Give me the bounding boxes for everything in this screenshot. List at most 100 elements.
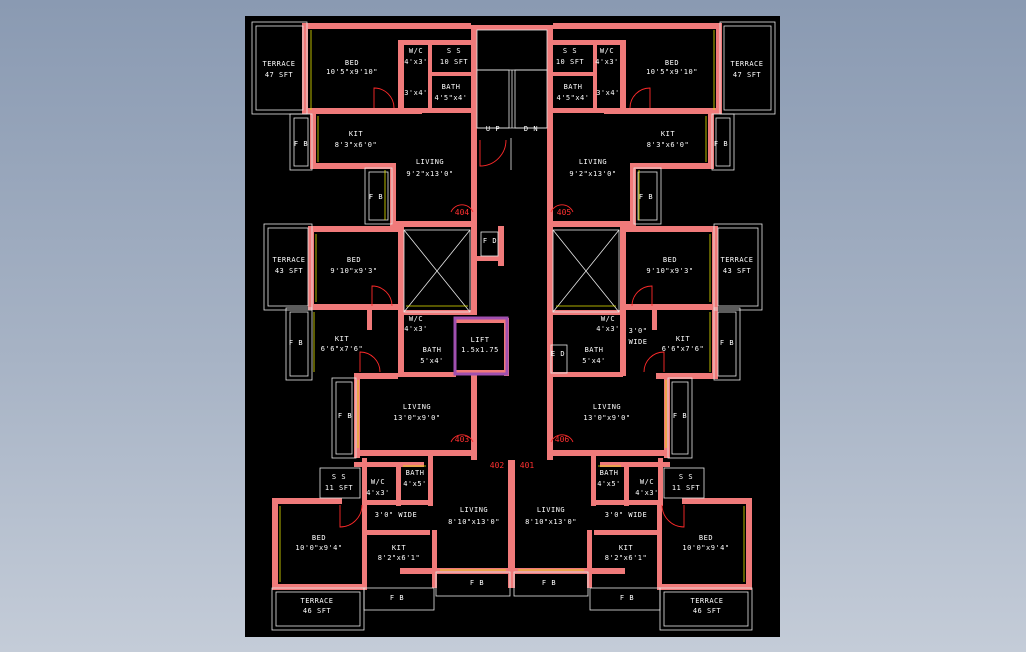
outline <box>255 25 304 111</box>
room-label: 13'0"x9'0" <box>393 414 440 422</box>
outline <box>319 467 361 499</box>
room-label: 4'x3' <box>366 489 390 497</box>
room-label: KIT <box>661 130 675 138</box>
wall <box>310 226 400 232</box>
room-label: F B <box>639 193 653 201</box>
room-label: W/C <box>371 478 385 486</box>
room-label: 3'x4' <box>404 89 428 97</box>
room-label: KIT <box>392 544 406 552</box>
wall <box>367 308 372 330</box>
outline <box>368 171 389 221</box>
flat-number-label: 405 <box>557 208 572 217</box>
wall <box>302 108 422 114</box>
room-label: 8'2"x6'1" <box>378 554 420 562</box>
room-label: 13'0"x9'0" <box>583 414 630 422</box>
flat-number-label: 404 <box>455 208 470 217</box>
outline <box>717 227 759 307</box>
room-label: BED <box>663 256 677 264</box>
room-label: F B <box>390 594 404 602</box>
room-label: 4'x3' <box>595 58 619 66</box>
room-label: F B <box>369 193 383 201</box>
flat-number-label: 403 <box>455 435 470 444</box>
room-label: LIVING <box>403 403 431 411</box>
room-label: 10'0"x9'4" <box>682 544 729 552</box>
outline <box>331 377 357 459</box>
outline <box>717 311 737 377</box>
room-label: 43 SFT <box>723 267 752 275</box>
wall <box>620 304 718 310</box>
door-swing <box>339 504 363 528</box>
wall <box>400 310 472 315</box>
room-label: 3'0" WIDE <box>605 511 647 519</box>
room-label: BATH <box>423 346 442 354</box>
wall <box>398 372 456 377</box>
outline <box>633 167 662 225</box>
room-label: TERRACE <box>262 60 295 68</box>
room-label: 8'3"x6'0" <box>647 141 689 149</box>
room-label: BATH <box>585 346 604 354</box>
room-label: W/C <box>640 478 654 486</box>
wall <box>272 498 342 504</box>
room-label: 4'x3' <box>404 58 428 66</box>
room-label: 10 SFT <box>556 58 585 66</box>
wall <box>310 163 394 169</box>
wall <box>471 215 477 315</box>
room-label: 6'6"x7'6" <box>662 345 704 353</box>
wall <box>658 458 663 506</box>
room-label: U P <box>486 125 500 133</box>
room-label: BATH <box>442 83 461 91</box>
room-label: 8'10"x13'0" <box>448 518 500 526</box>
outline <box>711 113 735 171</box>
room-label: 9'10"x9'3" <box>646 267 693 275</box>
room-label: F B <box>470 579 484 587</box>
room-label: 3'0" WIDE <box>375 511 417 519</box>
wall <box>624 226 716 232</box>
wall <box>656 373 716 379</box>
outline <box>514 69 548 129</box>
room-label: 4'x3' <box>596 325 620 333</box>
room-label: BED <box>312 534 326 542</box>
wall <box>310 112 316 167</box>
outline <box>289 311 309 377</box>
door-layer <box>339 87 685 528</box>
wall <box>272 584 367 590</box>
room-label: 4'x5' <box>403 480 427 488</box>
outline <box>723 25 772 111</box>
wall <box>624 462 629 506</box>
wall <box>594 530 662 535</box>
room-label: 11 SFT <box>325 484 354 492</box>
outline <box>513 571 589 597</box>
wall <box>272 498 278 590</box>
wall <box>354 373 398 379</box>
room-label: 8'2"x6'1" <box>605 554 647 562</box>
room-label: 8'10"x13'0" <box>525 518 577 526</box>
room-label: 10'5"x9'10" <box>646 68 698 76</box>
wall <box>362 458 367 506</box>
outline <box>435 571 511 597</box>
outline <box>403 229 471 313</box>
outline <box>715 117 731 167</box>
outline <box>637 171 658 221</box>
wall <box>362 500 430 505</box>
wall <box>594 500 662 505</box>
room-label: D N <box>524 125 538 133</box>
wall <box>604 108 722 114</box>
door-swing <box>373 87 395 109</box>
room-label: 9'10"x9'3" <box>330 267 377 275</box>
wall <box>551 221 636 227</box>
door-swing <box>661 504 685 528</box>
room-label: 4'x3' <box>635 489 659 497</box>
wall <box>302 23 308 113</box>
wall <box>632 163 714 169</box>
room-label: BED <box>665 59 679 67</box>
wall <box>587 530 592 588</box>
outline <box>363 587 435 611</box>
room-label: F B <box>714 140 728 148</box>
room-label: E D <box>551 350 565 358</box>
room-label: LIVING <box>593 403 621 411</box>
room-label: TERRACE <box>720 256 753 264</box>
room-label: F B <box>338 412 352 420</box>
room-label: 3'0" <box>629 327 648 335</box>
room-label: LIFT <box>471 336 490 344</box>
